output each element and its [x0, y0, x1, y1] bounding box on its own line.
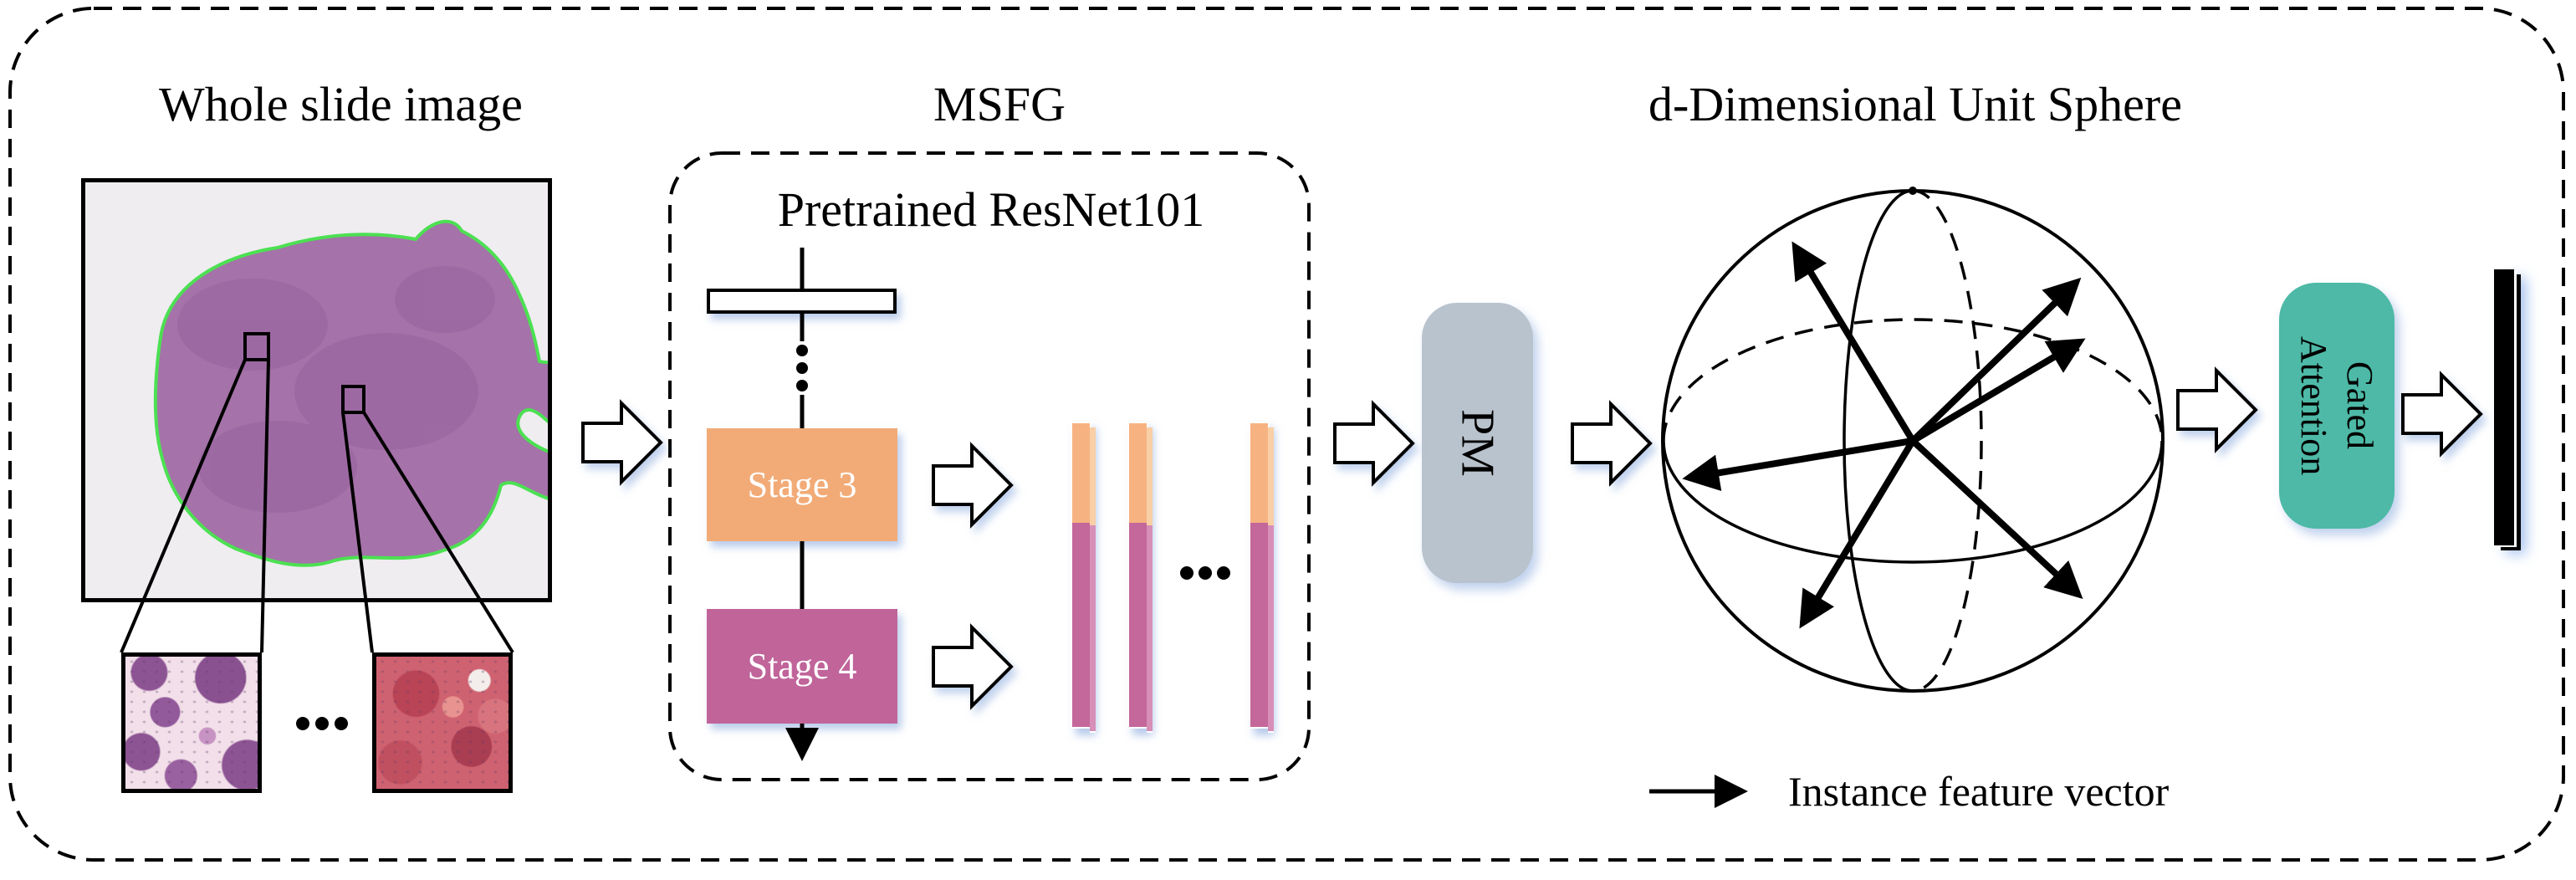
wsi-section-title: Whole slide image: [159, 77, 523, 131]
pm-block: PM: [1422, 303, 1533, 583]
sphere-section-title: d-Dimensional Unit Sphere: [1648, 77, 2182, 131]
stage3-block: Stage 3: [707, 428, 897, 541]
ellipsis-icon: [296, 717, 348, 730]
resnet-label: Pretrained ResNet101: [777, 182, 1205, 237]
arrow-sphere-to-gated: [2176, 366, 2258, 453]
ellipsis-icon: [796, 345, 808, 391]
wsi-patch-2: [372, 652, 513, 793]
gated-attention-block: Gated Attention: [2279, 283, 2395, 529]
gated-attention-line2: Attention: [2293, 335, 2334, 476]
equator-back: [1662, 318, 2164, 442]
bag-feature-vector-bar: [2494, 269, 2514, 545]
resnet-input-layer: [707, 289, 897, 314]
whole-slide-image: [81, 178, 552, 602]
tissue-thumbnail: [153, 219, 548, 567]
meridian-back: [1912, 189, 1983, 693]
arrow-stage4-to-bars: [932, 623, 1014, 710]
gated-attention-line1: Gated: [2339, 361, 2380, 450]
stage4-block: Stage 4: [707, 609, 897, 724]
feature-bar-2: [1127, 422, 1153, 733]
feature-bar-3: [1249, 422, 1274, 733]
gated-attention-label: Gated Attention: [2291, 336, 2383, 475]
legend-label: Instance feature vector: [1788, 768, 2170, 815]
ellipsis-icon: [1180, 566, 1230, 580]
pm-label: PM: [1451, 409, 1504, 477]
instance-feature-vectors: [1682, 241, 2086, 629]
meridian-front: [1843, 189, 1914, 693]
arrow-gated-to-output: [2401, 371, 2483, 458]
wsi-patch-1: [121, 652, 262, 793]
unit-sphere: [1661, 187, 2165, 693]
arrow-bars-to-pm: [1333, 400, 1415, 487]
arrow-wsi-to-msfg: [581, 399, 663, 486]
arrow-stage3-to-bars: [932, 442, 1014, 529]
feature-bar-1: [1071, 422, 1096, 733]
arrow-pm-to-sphere: [1571, 400, 1653, 487]
msfg-section-title: MSFG: [933, 77, 1066, 131]
equator-front: [1662, 440, 2164, 564]
